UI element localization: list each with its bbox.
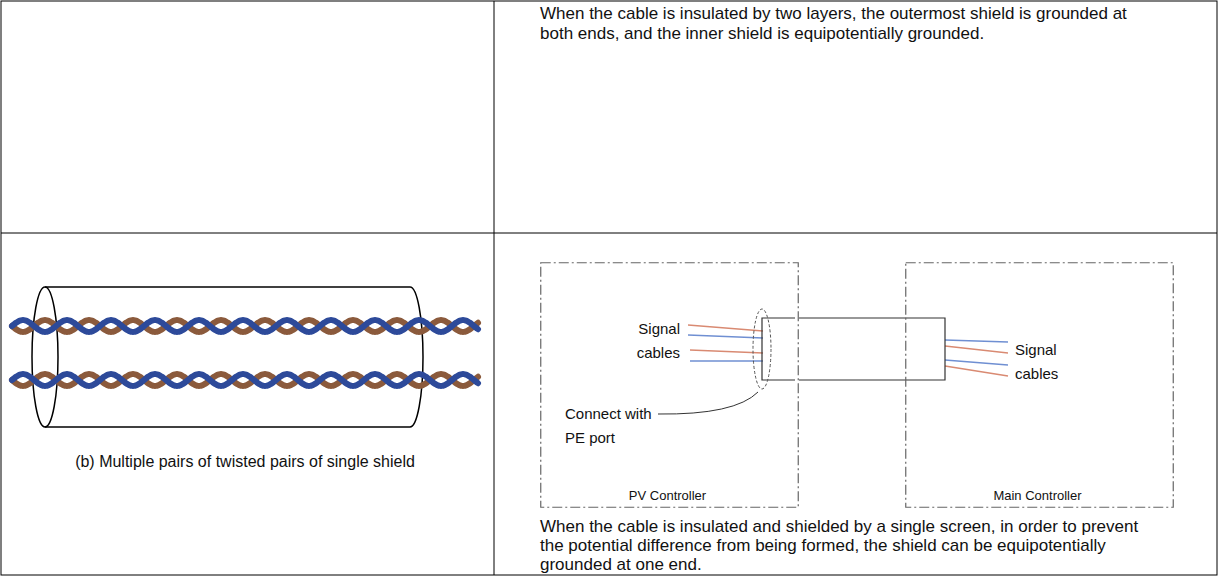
signal-wire: [945, 366, 1008, 376]
signal-wire: [688, 325, 763, 331]
cable-end: [762, 318, 945, 380]
figure-caption: (b) Multiple pairs of twisted pairs of s…: [70, 452, 420, 471]
shield-end: [410, 287, 423, 427]
twisted-wire: [12, 320, 478, 332]
signal-wire: [690, 350, 763, 353]
dash-dot-border: [541, 263, 799, 508]
signal-wire: [690, 360, 763, 361]
signal-label: Signal cables: [610, 317, 680, 365]
shield-outline: [45, 286, 410, 288]
twisted-wire: [12, 374, 478, 386]
shield-end: [32, 287, 58, 427]
signal-wire: [945, 340, 1008, 342]
twisted-wire: [12, 320, 478, 332]
signal-label: Signal cables: [1015, 338, 1077, 386]
controller-box: Main Controller Signal cables: [905, 262, 1174, 508]
signal-wire: [945, 346, 1008, 353]
signal-wire: [945, 360, 1008, 365]
table-row-line: [1, 233, 1217, 234]
table-column-line: [494, 1, 495, 575]
note-text: When the cable is insulated by two layer…: [540, 4, 1152, 44]
shield-cylinder: [32, 287, 423, 427]
box-title: Main Controller: [905, 488, 1170, 504]
twisted-wire: [12, 374, 478, 386]
shield-ground-mark: [753, 309, 771, 389]
pe-port-label: Connect with PE port: [565, 402, 665, 450]
note-text: When the cable is insulated and shielded…: [540, 517, 1162, 574]
signal-wire: [688, 335, 763, 338]
shield-outline: [45, 426, 410, 428]
signal-wires: [688, 325, 1008, 376]
box-outline: [540, 262, 799, 508]
leader-line: [658, 392, 758, 414]
controller-box: PV Controller Signal cablesConnect with P…: [540, 262, 799, 508]
dash-dot-border: [906, 263, 1174, 508]
shielded-cable: [799, 318, 905, 380]
twisted-pairs: [12, 320, 478, 386]
box-outline: [905, 262, 1174, 508]
box-title: PV Controller: [540, 488, 795, 504]
